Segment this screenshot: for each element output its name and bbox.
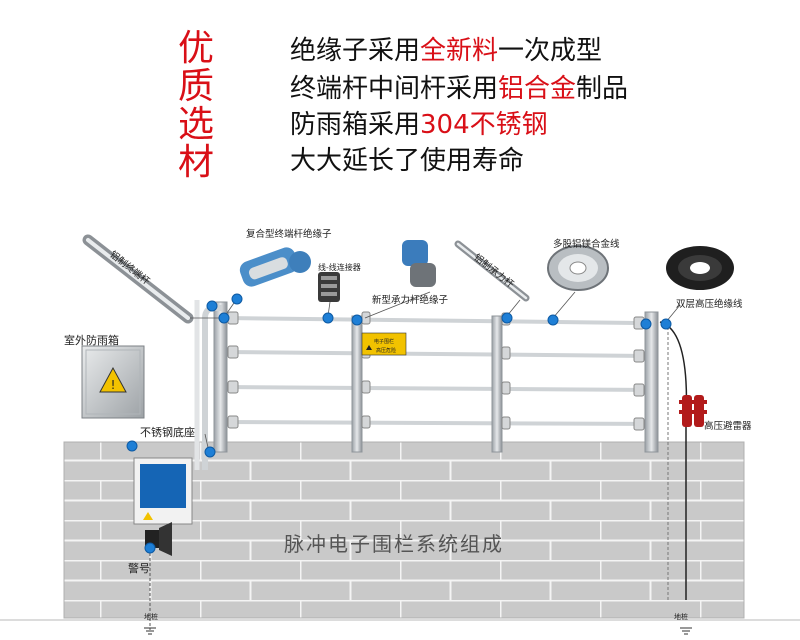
label-hv-cable: 双层高压绝缘线 bbox=[676, 299, 743, 310]
vertical-char-3: 选 bbox=[177, 104, 214, 145]
line-2-highlight: 铝合金 bbox=[498, 74, 577, 104]
aluminum-terminal-pole-icon bbox=[82, 234, 194, 324]
label-rain-box: 室外防雨箱 bbox=[64, 334, 119, 347]
warning-sign-bottom: 高压危险 bbox=[376, 347, 396, 354]
wall-title: 脉冲电子围栏系统组成 bbox=[284, 532, 504, 556]
alloy-wire-spool-icon bbox=[547, 245, 609, 291]
label-composite-insulator: 复合型终端杆绝缘子 bbox=[246, 229, 332, 240]
callout-leaders bbox=[190, 291, 681, 453]
ground-symbol-left bbox=[144, 627, 156, 635]
composite-insulator-icon bbox=[239, 247, 311, 287]
line-3-highlight: 304不锈钢 bbox=[420, 110, 548, 140]
right-terminal-pole bbox=[644, 311, 659, 453]
line-1-text: 绝缘子采用 bbox=[290, 36, 421, 66]
quality-material-vertical-title: 优 质 选 材 bbox=[166, 30, 226, 182]
fence-wires bbox=[224, 316, 651, 426]
line-2-text: 终端杆中间杆采用 bbox=[290, 74, 499, 104]
middle-support-pole-1 bbox=[351, 315, 363, 453]
ground-symbol-right bbox=[680, 627, 692, 635]
header-line-4: 大大延长了使用寿命 bbox=[290, 146, 524, 176]
wire-connector-icon bbox=[318, 272, 340, 302]
warning-sign-top: 电子围栏 bbox=[374, 338, 394, 345]
line-4-text: 大大延长了使用寿命 bbox=[290, 146, 525, 176]
label-ground-left: 地桩 bbox=[144, 613, 158, 621]
callout-nodes bbox=[126, 293, 672, 554]
label-alloy-wire: 多股铝镁合金线 bbox=[553, 239, 620, 250]
line-2-tail: 制品 bbox=[576, 74, 629, 104]
fence-controller-icon bbox=[133, 457, 193, 525]
header-line-2: 终端杆中间杆采用铝合金制品 bbox=[290, 74, 628, 104]
label-stainless-base: 不锈钢底座 bbox=[140, 426, 195, 439]
wire-insulators bbox=[227, 311, 645, 431]
label-lightning-arrester: 高压避雷器 bbox=[704, 421, 752, 432]
left-terminal-pole bbox=[213, 301, 228, 453]
line-1-tail: 一次成型 bbox=[498, 36, 603, 66]
label-ground-right: 地桩 bbox=[674, 613, 688, 621]
warning-sign: 电子围栏 高压危险 bbox=[361, 332, 407, 356]
fence-poles bbox=[213, 301, 659, 453]
vertical-char-1: 优 bbox=[177, 28, 214, 69]
line-1-highlight: 全新料 bbox=[420, 36, 499, 66]
line-3-text: 防雨箱采用 bbox=[290, 110, 421, 140]
header-line-1: 绝缘子采用全新料一次成型 bbox=[290, 36, 602, 66]
label-new-insulator: 新型承力杆绝缘子 bbox=[372, 295, 449, 306]
aluminum-support-pole-icon bbox=[454, 240, 530, 302]
svg-text:!: ! bbox=[111, 378, 116, 392]
label-alarm: 警号 bbox=[128, 562, 150, 575]
rain-box-icon: ! bbox=[81, 345, 145, 419]
label-wire-connector: 线-线连接器 bbox=[318, 263, 361, 272]
vertical-char-2: 质 bbox=[177, 66, 214, 107]
support-insulator-icon bbox=[402, 240, 436, 287]
hv-cable-coil-icon bbox=[666, 246, 734, 290]
lightning-arrester-icon bbox=[679, 395, 707, 427]
middle-support-pole-2 bbox=[491, 315, 503, 453]
vertical-char-4: 材 bbox=[177, 142, 214, 183]
header-line-3: 防雨箱采用304不锈钢 bbox=[290, 110, 548, 140]
